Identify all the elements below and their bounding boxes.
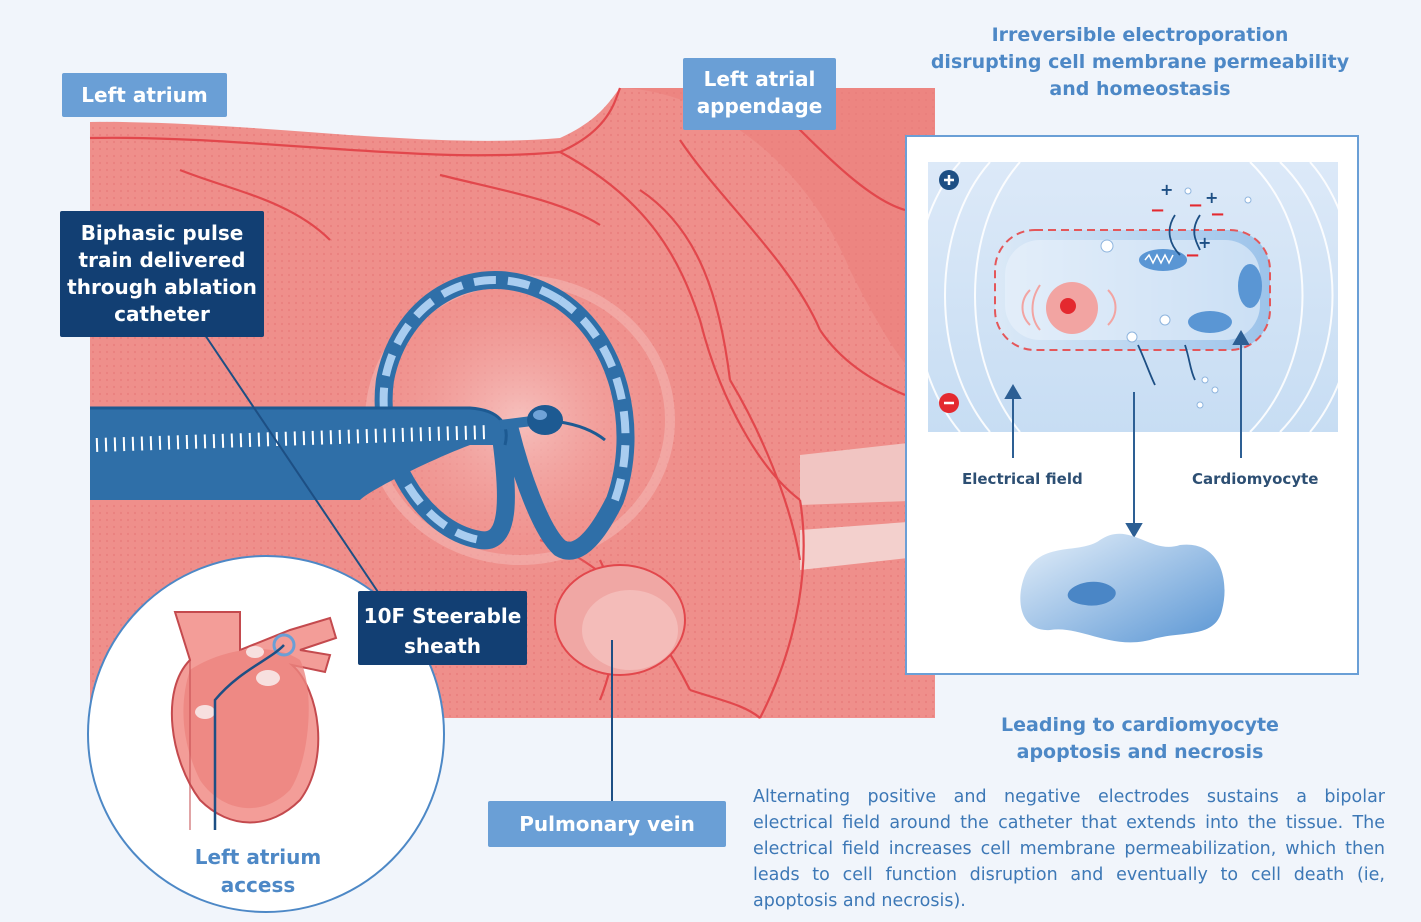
svg-text:+: + bbox=[1160, 180, 1173, 199]
plus-electrode-icon bbox=[939, 170, 959, 190]
sheath-line2: sheath bbox=[358, 631, 527, 661]
svg-text:−: − bbox=[1210, 204, 1225, 225]
panel-heading-line3: and homeostasis bbox=[880, 76, 1400, 103]
outcome-heading: Leading to cardiomyocyte apoptosis and n… bbox=[960, 712, 1320, 766]
access-line2: access bbox=[176, 871, 340, 899]
outcome-heading-line1: Leading to cardiomyocyte bbox=[960, 712, 1320, 739]
minus-electrode-icon bbox=[939, 393, 959, 413]
biphasic-line1: Biphasic pulse bbox=[60, 220, 264, 247]
electroporation-panel: + + + − − − − bbox=[906, 136, 1358, 674]
svg-text:−: − bbox=[1150, 200, 1165, 221]
biphasic-line2: train delivered bbox=[60, 247, 264, 274]
electrical-field-label: Electrical field bbox=[962, 470, 1083, 488]
pulmonary-vein-text: Pulmonary vein bbox=[519, 812, 695, 836]
steerable-sheath-label: 10F Steerable sheath bbox=[358, 591, 527, 665]
access-line1: Left atrium bbox=[176, 843, 340, 871]
panel-heading: Irreversible electroporation disrupting … bbox=[880, 22, 1400, 103]
appendage-line2: appendage bbox=[683, 93, 836, 120]
outcome-description: Alternating positive and negative electr… bbox=[753, 784, 1385, 914]
left-atrium-access-label: Left atrium access bbox=[176, 843, 340, 899]
outcome-heading-line2: apoptosis and necrosis bbox=[960, 739, 1320, 766]
left-atrium-label: Left atrium bbox=[62, 73, 227, 117]
svg-text:−: − bbox=[1188, 195, 1203, 216]
biphasic-line3: through ablation bbox=[60, 274, 264, 301]
biphasic-pulse-label: Biphasic pulse train delivered through a… bbox=[60, 211, 264, 337]
panel-heading-line1: Irreversible electroporation bbox=[880, 22, 1400, 49]
sheath-line1: 10F Steerable bbox=[358, 601, 527, 631]
left-atrial-appendage-label: Left atrial appendage bbox=[683, 58, 836, 130]
left-atrium-text: Left atrium bbox=[81, 83, 207, 107]
biphasic-line4: catheter bbox=[60, 301, 264, 328]
appendage-line1: Left atrial bbox=[683, 66, 836, 93]
svg-text:−: − bbox=[1185, 245, 1200, 266]
panel-heading-line2: disrupting cell membrane permeability bbox=[880, 49, 1400, 76]
cardiomyocyte-label: Cardiomyocyte bbox=[1192, 470, 1318, 488]
pulmonary-vein-label: Pulmonary vein bbox=[488, 801, 726, 847]
